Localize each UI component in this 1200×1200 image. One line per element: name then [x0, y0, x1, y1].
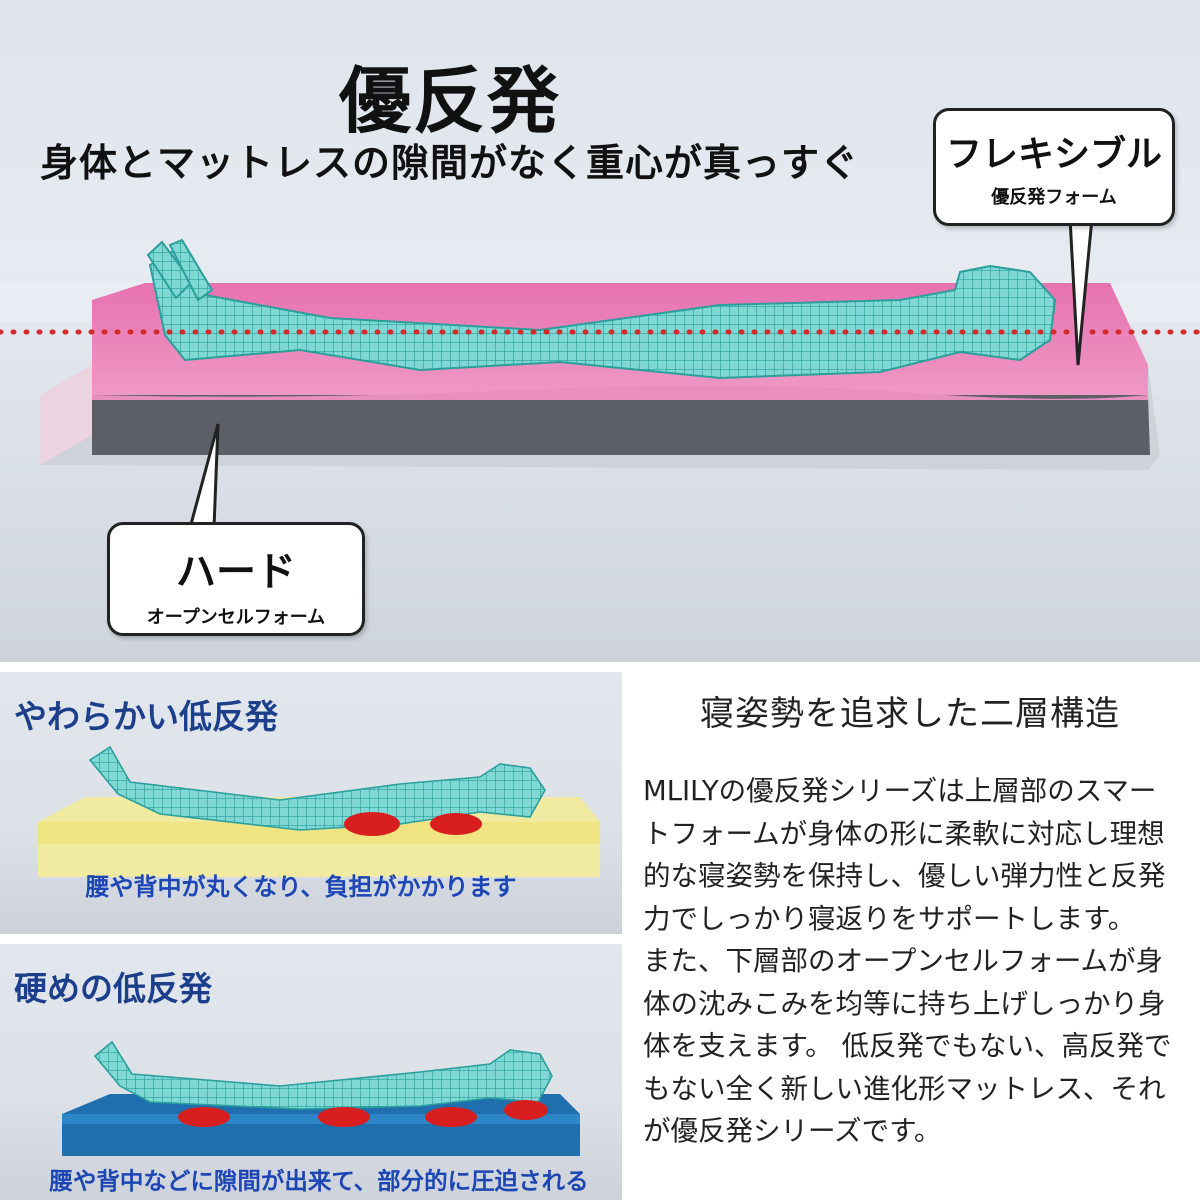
callout-hard: ハード オープンセルフォーム — [107, 522, 365, 636]
pressure-point — [344, 812, 400, 836]
description-paragraph-2: また、下層部のオープンセルフォームが身体の沈みこみを均等に持ち上げしっかり身体を… — [643, 945, 1172, 1147]
firm-foam-panel: 硬めの低反発 腰や背中などに隙間が出来て、部分的に圧迫される — [0, 944, 622, 1200]
description-title: 寝姿勢を追求した二層構造 — [700, 694, 1120, 734]
callout-flexible-subtitle: 優反発フォーム — [991, 187, 1117, 208]
base-foam-layer — [92, 395, 1150, 455]
firm-panel-caption: 腰や背中などに隙間が出来て、部分的に圧迫される — [49, 1167, 589, 1195]
description-paragraph-1: MLILYの優反発シリーズは上層部のスマートフォームが身体の形に柔軟に対応し理想… — [643, 775, 1166, 935]
mattress-illustration — [0, 216, 1200, 530]
pressure-point — [425, 1107, 477, 1127]
body-mesh-figure — [146, 238, 1057, 380]
callout-hard-title: ハード — [176, 549, 296, 595]
hero-title: 優反発 — [338, 59, 561, 143]
pressure-point — [504, 1100, 548, 1120]
firm-panel-title: 硬めの低反発 — [14, 969, 212, 1008]
hero-section: 優反発 身体とマットレスの隙間がなく重心が真っすぐ フレキシブル 優反発フォーム… — [0, 0, 1200, 662]
description-body: MLILYの優反発シリーズは上層部のスマートフォームが身体の形に柔軟に対応し理想… — [643, 770, 1173, 1153]
soft-panel-caption: 腰や背中が丸くなり、負担がかかります — [85, 873, 517, 901]
soft-mattress-illustration — [38, 745, 600, 877]
firm-mattress-illustration — [62, 1040, 580, 1156]
callout-flexible-title: フレキシブル — [945, 134, 1162, 175]
soft-panel-title: やわらかい低反発 — [14, 697, 278, 736]
soft-foam-panel: やわらかい低反発 腰や背中が丸くなり、負担がかかります — [0, 672, 622, 934]
callout-hard-subtitle: オープンセルフォーム — [146, 607, 326, 628]
pressure-point — [430, 813, 482, 835]
pressure-point — [318, 1107, 370, 1127]
callout-flexible: フレキシブル 優反発フォーム — [933, 108, 1175, 226]
pressure-point — [178, 1107, 230, 1127]
hero-subtitle: 身体とマットレスの隙間がなく重心が真っすぐ — [40, 141, 860, 185]
